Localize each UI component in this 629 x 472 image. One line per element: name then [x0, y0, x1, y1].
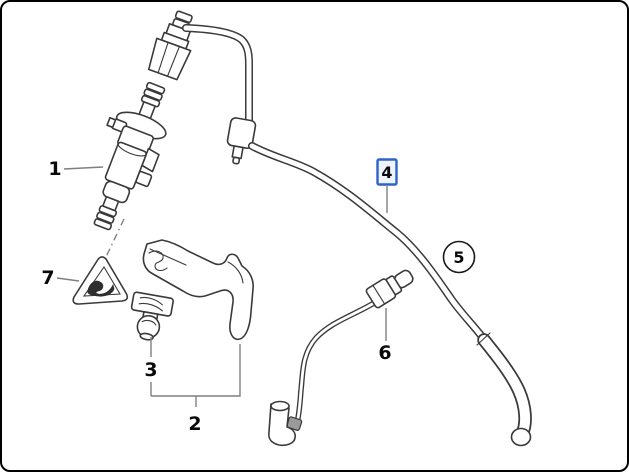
- callout-1[interactable]: 1: [48, 158, 61, 180]
- callout-6[interactable]: 6: [378, 342, 391, 364]
- breather-valve-drawing: [93, 81, 167, 231]
- leader-line-1: [63, 166, 104, 170]
- dashed-leader-line: [105, 218, 125, 258]
- callout-4[interactable]: 4: [381, 163, 392, 182]
- pipe-open-end: [510, 427, 532, 447]
- callout-4-highlight-box: [376, 158, 398, 186]
- callout-3[interactable]: 3: [144, 359, 157, 381]
- cable-elbow-connector: [268, 400, 303, 447]
- warning-triangle-icon: [72, 256, 129, 305]
- callout-7[interactable]: 7: [41, 267, 54, 289]
- leader-bracket-2: [151, 344, 241, 397]
- callout-2[interactable]: 2: [188, 413, 201, 435]
- vent-pipe-drawing: [147, 10, 532, 447]
- callout-5[interactable]: 5: [453, 248, 464, 267]
- clip-drawing: [130, 291, 174, 341]
- callout-5-circle: [442, 240, 476, 274]
- bracket-drawing: [142, 239, 254, 341]
- callout-4-selected[interactable]: 4: [376, 158, 398, 186]
- bracket-slot: [148, 250, 168, 271]
- callout-5-circled[interactable]: 5: [442, 240, 476, 274]
- sensor-cable-drawing: [268, 269, 414, 447]
- pipe-connector: [147, 10, 193, 81]
- leader-line-7: [56, 277, 80, 282]
